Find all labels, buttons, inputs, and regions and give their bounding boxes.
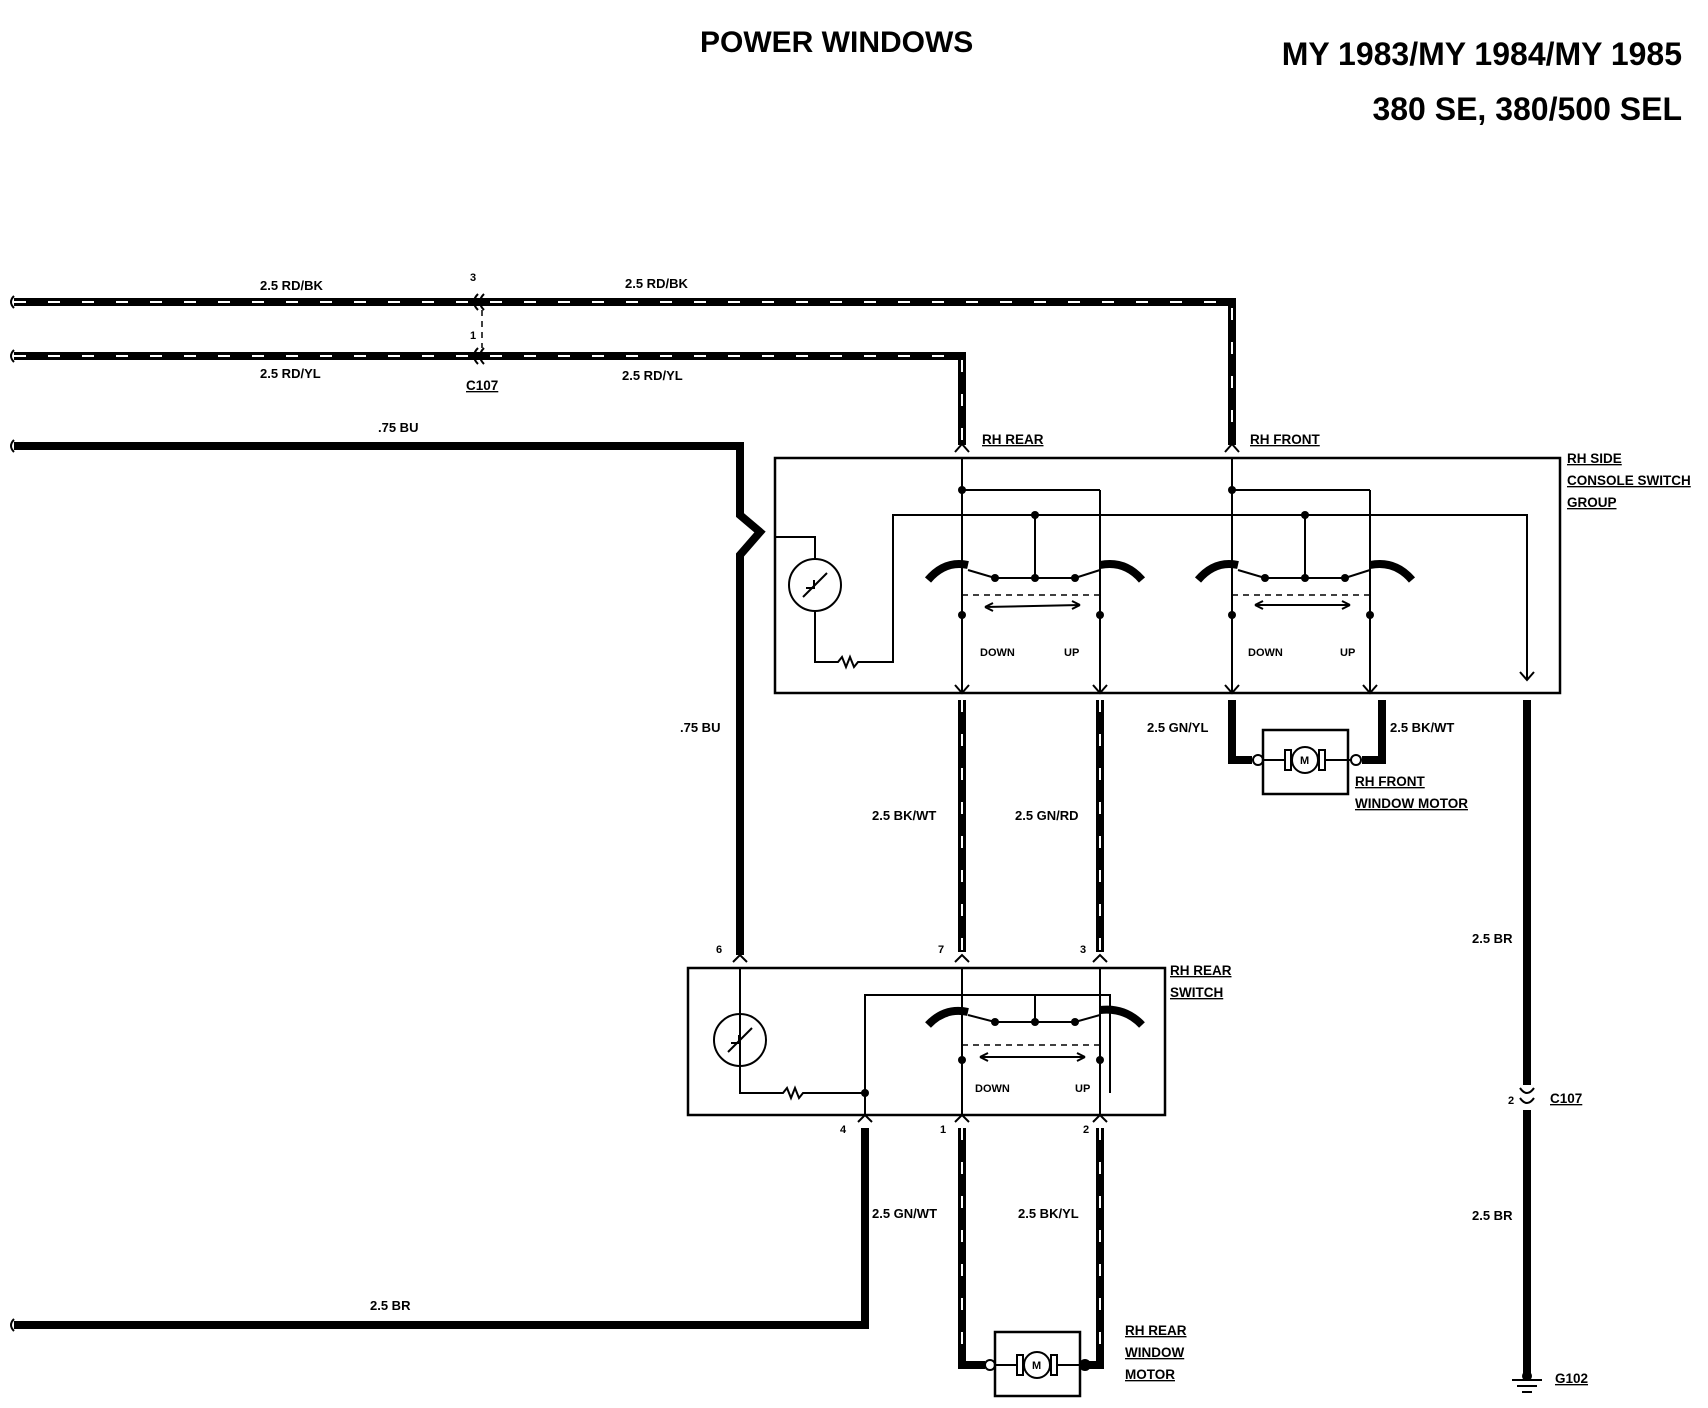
wire-label-bu-vertical: .75 BU — [680, 720, 720, 735]
console-switch-group: RH SIDE CONSOLE SWITCH GROUP DOWN UP — [773, 442, 1691, 695]
front-motor-icon — [1291, 746, 1319, 774]
wire-label-bu-top: .75 BU — [378, 420, 418, 435]
wire-label-rd-bk-left: 2.5 RD/BK — [260, 278, 323, 293]
console-rear-up-label: UP — [1064, 647, 1079, 659]
front-motor-symbol: M — [1300, 755, 1309, 767]
wire-label-rd-bk-right: 2.5 RD/BK — [625, 276, 688, 291]
rear-switch-up-label: UP — [1075, 1083, 1090, 1095]
wire-label-gn-wt: 2.5 GN/WT — [872, 1206, 937, 1221]
wire-label-br-bottom: 2.5 BR — [370, 1298, 411, 1313]
rear-window-motor: M RH REAR WINDOW MOTOR — [984, 1323, 1187, 1398]
wire-label-bk-wt-right: 2.5 BK/WT — [1390, 720, 1454, 735]
console-front-up-label: UP — [1340, 647, 1355, 659]
console-group-label-2: CONSOLE SWITCH — [1567, 473, 1691, 488]
wire-rd-bk — [10, 295, 1236, 445]
wire-label-rd-yl-right: 2.5 RD/YL — [622, 368, 683, 383]
front-window-motor: M 2.5 GN/YL 2.5 BK/WT RH FRONT WINDOW MO… — [1147, 700, 1468, 811]
rear-switch-lamp-icon — [713, 1013, 767, 1067]
ground-icon — [1512, 1379, 1542, 1393]
c107-pin3-label: 3 — [470, 272, 476, 284]
model-names: 380 SE, 380/500 SEL — [1372, 91, 1682, 127]
model-years: MY 1983/MY 1984/MY 1985 — [1282, 36, 1682, 72]
rear-motor-label-2: WINDOW — [1125, 1345, 1184, 1360]
rear-switch-label-1: RH REAR — [1170, 963, 1232, 978]
rear-switch-pin6: 6 — [716, 944, 722, 956]
wire-br-bottom — [10, 1128, 869, 1332]
console-rear-down-label: DOWN — [980, 647, 1015, 659]
ground-label: G102 — [1555, 1371, 1588, 1386]
rear-switch-pin4: 4 — [840, 1124, 847, 1136]
wire-bk-yl — [1080, 1128, 1104, 1369]
wire-label-br-right-lower: 2.5 BR — [1472, 1208, 1513, 1223]
c107-connector-top: 3 1 C107 — [466, 272, 498, 393]
rear-switch-label-2: SWITCH — [1170, 985, 1223, 1000]
wire-gn-wt — [958, 1128, 985, 1369]
c107-pin1-label: 1 — [470, 330, 476, 342]
rear-motor-symbol: M — [1032, 1360, 1041, 1372]
wire-label-bk-yl: 2.5 BK/YL — [1018, 1206, 1079, 1221]
console-front-down-label: DOWN — [1248, 647, 1283, 659]
front-motor-label-1: RH FRONT — [1355, 774, 1425, 789]
wire-bu — [10, 439, 766, 955]
wire-br-right: 2 C107 2.5 BR 2.5 BR G102 — [1472, 700, 1588, 1393]
rear-motor-label-1: RH REAR — [1125, 1323, 1187, 1338]
rear-motor-label-3: MOTOR — [1125, 1367, 1175, 1382]
c107-right-label: C107 — [1550, 1091, 1582, 1106]
console-group-label-3: GROUP — [1567, 495, 1617, 510]
rear-switch-pin2: 2 — [1083, 1124, 1089, 1136]
rh-rear-feed-label: RH REAR — [982, 432, 1044, 447]
rear-switch-pin1: 1 — [940, 1124, 946, 1136]
front-motor-label-2: WINDOW MOTOR — [1355, 796, 1468, 811]
rh-front-feed-label: RH FRONT — [1250, 432, 1320, 447]
c107-top-label: C107 — [466, 378, 498, 393]
diagram-title: POWER WINDOWS — [700, 26, 973, 59]
rear-switch-pin7: 7 — [938, 944, 944, 956]
rear-motor-icon — [1023, 1351, 1051, 1379]
wire-label-bk-wt-mid: 2.5 BK/WT — [872, 808, 936, 823]
wire-label-gn-rd-mid: 2.5 GN/RD — [1015, 808, 1079, 823]
wire-rd-yl — [10, 349, 966, 445]
rear-switch-down-label: DOWN — [975, 1083, 1010, 1095]
wire-label-rd-yl-left: 2.5 RD/YL — [260, 366, 321, 381]
wire-label-br-right-upper: 2.5 BR — [1472, 931, 1513, 946]
rear-switch: RH REAR SWITCH 6 7 3 4 1 2 DOWN UP — [686, 944, 1232, 1136]
console-group-label-1: RH SIDE — [1567, 451, 1622, 466]
rear-switch-pin3: 3 — [1080, 944, 1086, 956]
wire-label-gn-yl: 2.5 GN/YL — [1147, 720, 1208, 735]
c107-pin2-label: 2 — [1508, 1095, 1514, 1107]
